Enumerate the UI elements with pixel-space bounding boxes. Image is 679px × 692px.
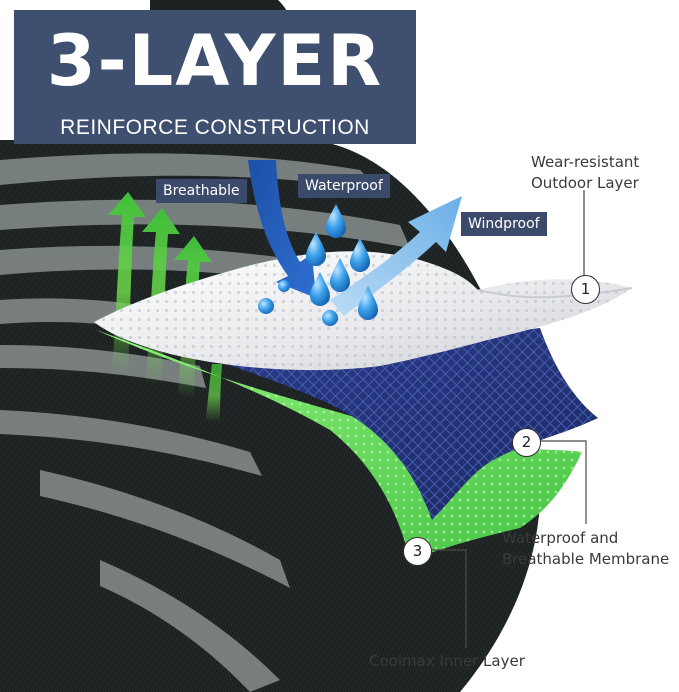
layer-1-badge: 1 (571, 275, 600, 304)
outer-layer-label-line2: Outdoor Layer (531, 174, 639, 192)
headline-title: 3-LAYER (46, 20, 384, 102)
layer-2-badge: 2 (512, 428, 541, 457)
headline-banner: 3-LAYER REINFORCE CONSTRUCTION (14, 10, 416, 144)
outer-layer-label: Wear-resistant Outdoor Layer (531, 152, 639, 194)
water-arrow-icon (248, 160, 316, 298)
callout-lines (431, 190, 587, 648)
inner-layer-label: Coolmax Inner Layer (369, 651, 525, 672)
water-drop-icon (258, 204, 378, 326)
sock-stripes (0, 153, 410, 692)
waterproof-tag: Waterproof (298, 174, 390, 198)
wind-arrow-icon (330, 196, 462, 316)
membrane-layer-label-line1: Waterproof and (502, 529, 619, 547)
windproof-tag: Windproof (461, 212, 547, 236)
layer-3-badge: 3 (403, 537, 432, 566)
breathable-tag: Breathable (156, 179, 247, 203)
membrane-layer-label-line2: Breathable Membrane (502, 550, 670, 568)
layer-coolmax (96, 330, 582, 560)
headline-subtitle: REINFORCE CONSTRUCTION (60, 116, 370, 139)
membrane-layer-label: Waterproof and Breathable Membrane (502, 528, 669, 570)
sock-body (0, 140, 541, 692)
layer-membrane (96, 322, 598, 520)
inner-layer-label-line1: Coolmax Inner Layer (369, 652, 525, 670)
outer-layer-label-line1: Wear-resistant (531, 153, 640, 171)
